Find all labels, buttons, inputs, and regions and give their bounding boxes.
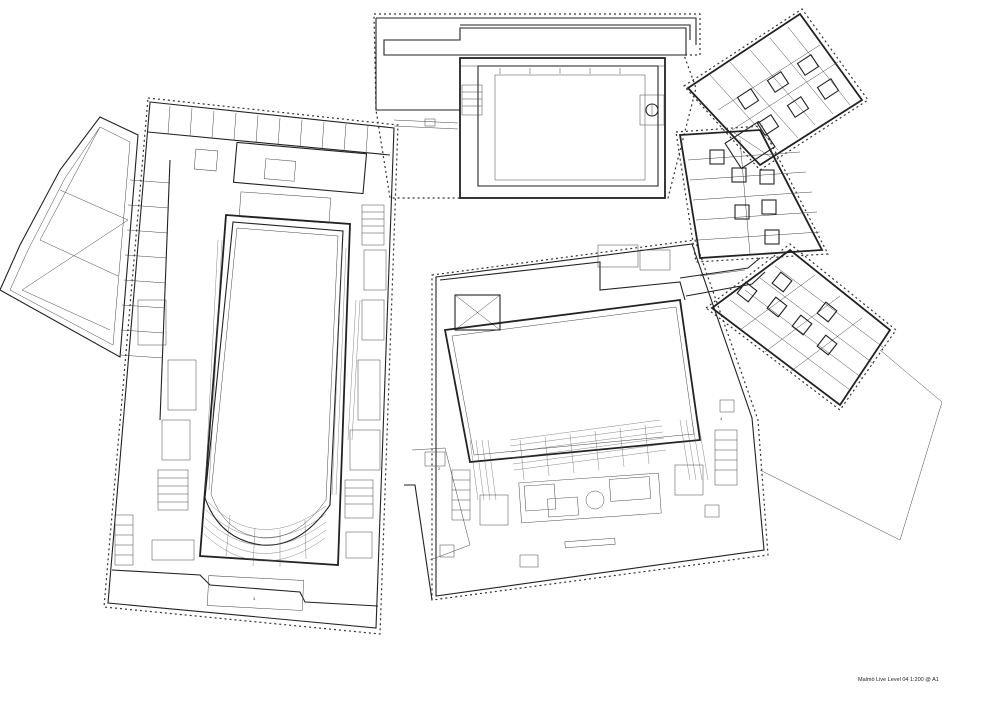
hotel-tower [675,8,943,541]
west-terrace [0,116,139,358]
drawing-caption: Malmö Live Level 04 1:200 @ A1 [858,677,939,683]
room-mark-4: 4 [720,416,723,421]
room-mark-3: 3 [253,596,256,601]
room-mark-2: 2 [438,466,441,471]
concert-hall-building: 3 [103,97,399,635]
congress-hall-building: 2 4 [404,239,769,601]
corridor-to-hotel [679,257,766,297]
link-bridge [393,118,459,130]
upper-hall-block [373,13,701,199]
